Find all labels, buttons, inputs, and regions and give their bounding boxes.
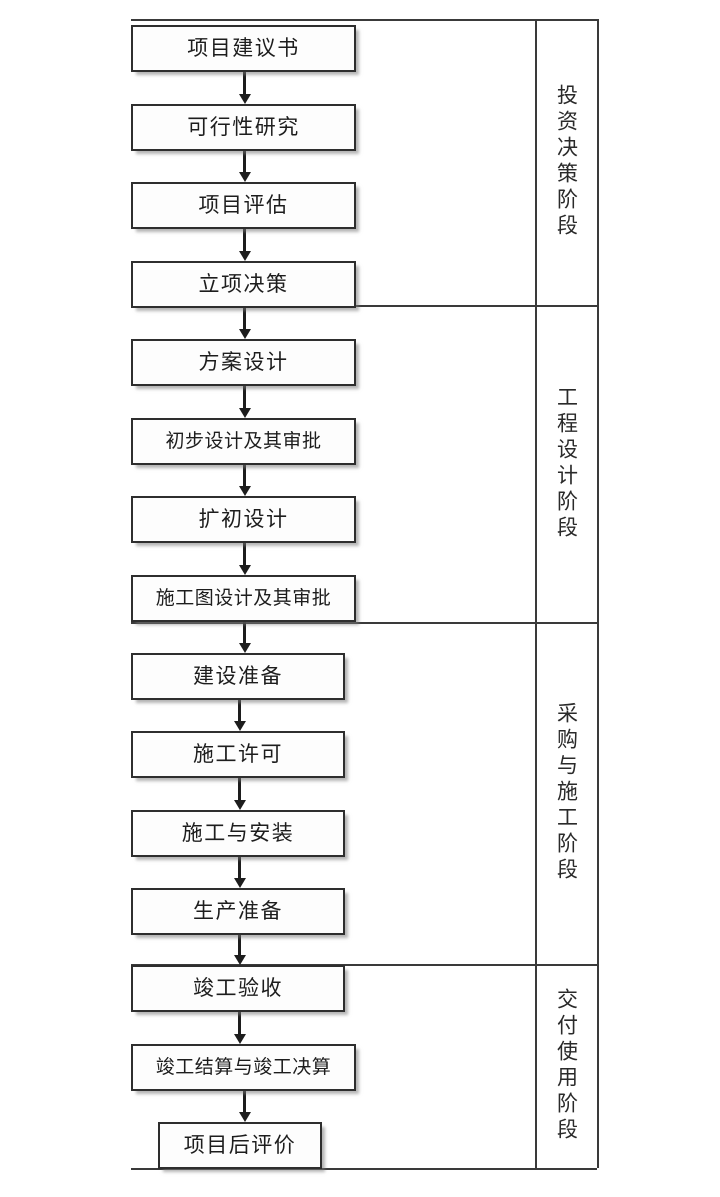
arrow-head-icon <box>233 955 246 965</box>
stage-label: 采购与施工阶段 <box>554 702 579 884</box>
arrow-head-icon <box>233 721 246 731</box>
arrow-head-icon <box>238 408 251 418</box>
arrow-shaft <box>243 543 246 566</box>
process-box-label: 扩初设计 <box>198 507 289 531</box>
stage-label: 交付使用阶段 <box>554 988 579 1144</box>
process-box-step-2[interactable]: 可行性研究 <box>131 104 356 151</box>
stage-cell-3: 采购与施工阶段 <box>535 622 597 964</box>
stage-divider-1 <box>131 305 597 307</box>
stage-divider-2 <box>131 622 597 624</box>
arrow-shaft <box>238 857 241 879</box>
process-box-label: 施工许可 <box>193 742 283 766</box>
stage-cell-1: 投资决策阶段 <box>535 19 597 305</box>
arrow-head-icon <box>233 800 246 810</box>
frame-bottom-border <box>131 1168 597 1170</box>
arrow-shaft <box>243 308 246 330</box>
stage-cell-4: 交付使用阶段 <box>535 964 597 1168</box>
process-box-step-6[interactable]: 初步设计及其审批 <box>131 418 356 465</box>
arrow-shaft <box>243 386 246 409</box>
process-box-label: 生产准备 <box>193 899 283 923</box>
process-box-step-1[interactable]: 项目建议书 <box>131 25 356 72</box>
process-box-step-7[interactable]: 扩初设计 <box>131 496 356 543</box>
arrow-head-icon <box>238 329 251 339</box>
process-box-label: 施工图设计及其审批 <box>155 587 332 609</box>
process-box-step-5[interactable]: 方案设计 <box>131 339 356 386</box>
process-box-step-9[interactable]: 建设准备 <box>131 653 345 700</box>
process-box-step-13[interactable]: 竣工验收 <box>131 965 345 1012</box>
process-box-step-10[interactable]: 施工许可 <box>131 731 345 778</box>
process-box-step-8[interactable]: 施工图设计及其审批 <box>131 575 356 622</box>
process-box-label: 可行性研究 <box>187 115 300 139</box>
stage-column-divider <box>535 19 537 1168</box>
process-box-label: 建设准备 <box>193 664 283 688</box>
process-box-label: 施工与安装 <box>181 821 295 845</box>
arrow-shaft <box>238 1012 241 1035</box>
process-box-label: 竣工验收 <box>193 976 283 1000</box>
arrow-shaft <box>243 72 246 95</box>
arrow-head-icon <box>238 172 251 182</box>
arrow-head-icon <box>233 1034 246 1044</box>
process-box-step-14[interactable]: 竣工结算与竣工决算 <box>131 1044 356 1091</box>
arrow-shaft <box>238 778 241 801</box>
frame-top-border <box>131 19 597 21</box>
arrow-head-icon <box>238 643 251 653</box>
arrow-shaft <box>238 700 241 722</box>
arrow-shaft <box>238 935 241 956</box>
stage-label: 工程设计阶段 <box>554 385 579 542</box>
process-box-step-15[interactable]: 项目后评价 <box>158 1122 322 1169</box>
arrow-shaft <box>243 229 246 252</box>
arrow-head-icon <box>233 878 246 888</box>
arrow-head-icon <box>238 486 251 496</box>
process-box-label: 方案设计 <box>198 350 289 374</box>
stage-divider-3 <box>131 964 597 966</box>
process-box-label: 项目后评价 <box>183 1133 297 1157</box>
arrow-shaft <box>243 622 246 644</box>
process-box-step-4[interactable]: 立项决策 <box>131 261 356 308</box>
stage-label: 投资决策阶段 <box>554 84 579 240</box>
process-box-label: 项目评估 <box>198 193 289 217</box>
process-box-step-3[interactable]: 项目评估 <box>131 182 356 229</box>
arrow-shaft <box>243 1091 246 1113</box>
process-box-step-11[interactable]: 施工与安装 <box>131 810 345 857</box>
arrow-head-icon <box>238 251 251 261</box>
frame-right-border <box>597 19 599 1168</box>
arrow-shaft <box>243 465 246 487</box>
arrow-head-icon <box>238 565 251 575</box>
arrow-head-icon <box>238 1112 251 1122</box>
process-box-label: 项目建议书 <box>187 36 300 60</box>
process-box-label: 立项决策 <box>198 272 289 296</box>
arrow-head-icon <box>238 94 251 104</box>
process-box-step-12[interactable]: 生产准备 <box>131 888 345 935</box>
process-box-label: 初步设计及其审批 <box>165 430 322 452</box>
stage-cell-2: 工程设计阶段 <box>535 305 597 622</box>
process-box-label: 竣工结算与竣工决算 <box>155 1056 332 1078</box>
arrow-shaft <box>243 151 246 173</box>
